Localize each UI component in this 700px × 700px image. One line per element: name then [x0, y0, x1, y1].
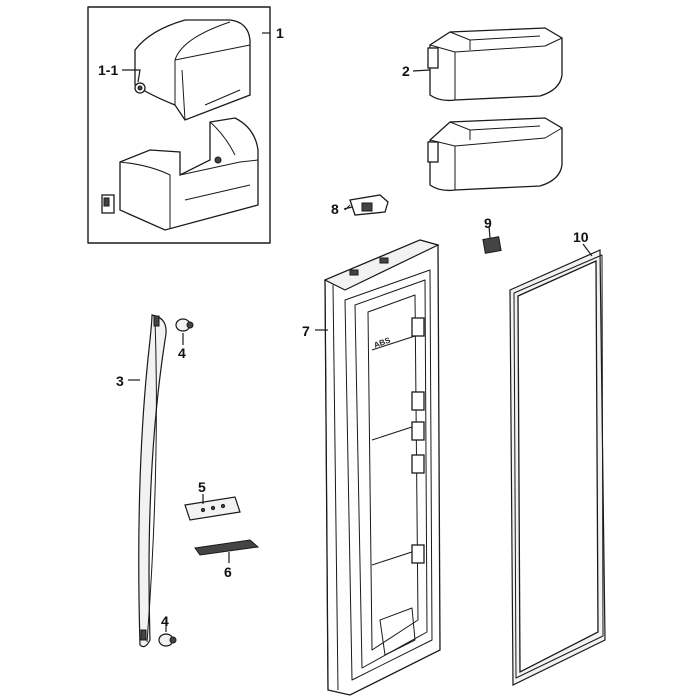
callout-1-1: 1-1	[98, 62, 118, 78]
part-10-door-gasket	[509, 249, 606, 686]
part-4-screw-bottom	[158, 633, 177, 647]
part-3-door-handle	[138, 314, 167, 648]
callout-4-top: 4	[178, 345, 186, 361]
callout-9: 9	[484, 215, 492, 231]
part-1-group-box	[87, 6, 271, 244]
part-9-small-cap	[482, 236, 502, 254]
callout-3: 3	[116, 373, 124, 389]
part-1-assembly	[87, 6, 271, 244]
callout-10: 10	[573, 229, 589, 245]
callout-5: 5	[198, 479, 206, 495]
part-4-screw-top	[175, 318, 194, 332]
part-5-plate	[184, 496, 241, 521]
callout-7: 7	[302, 323, 310, 339]
leader-lines	[122, 32, 593, 632]
callout-6: 6	[224, 564, 232, 580]
callout-8: 8	[331, 201, 339, 217]
part-2-door-bin-lower	[427, 117, 563, 192]
part-1-bin-base	[101, 117, 259, 231]
callout-4-bottom: 4	[161, 613, 169, 629]
part-6-strip	[194, 539, 260, 556]
callout-labels: 1 1-1 2 3 4 4 5 6 7 8 9 10	[98, 25, 589, 629]
part-7-door-assembly: ABS	[323, 239, 441, 696]
part-2-door-bin-upper	[427, 27, 563, 102]
part-8-hinge-clip	[344, 194, 389, 216]
callout-2: 2	[402, 63, 410, 79]
callout-1: 1	[276, 25, 284, 41]
part-1-1-bin-cover	[134, 19, 251, 121]
